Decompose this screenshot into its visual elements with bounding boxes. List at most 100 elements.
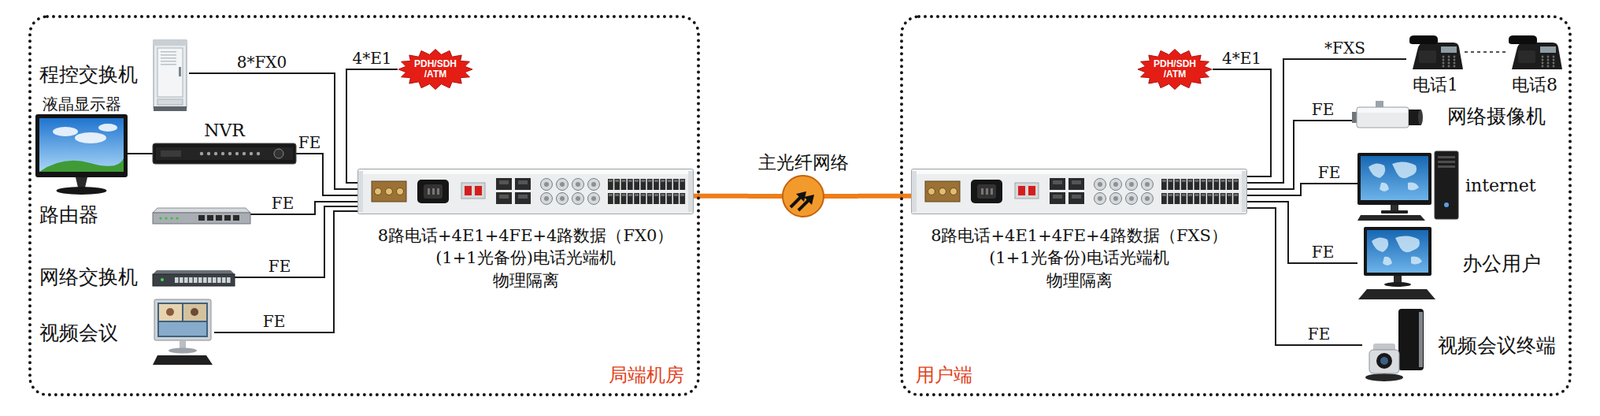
drawing-part	[1511, 42, 1563, 70]
drawing-part	[544, 181, 549, 187]
drawing-part	[1188, 179, 1193, 182]
drawing-part	[1097, 196, 1103, 201]
drawing-part	[1395, 235, 1420, 252]
node-label: internet	[1465, 174, 1537, 197]
drawing-part	[790, 196, 801, 208]
drawing-part	[256, 151, 260, 155]
drawing-part	[159, 322, 207, 336]
drawing-part	[634, 193, 639, 197]
drawing-part	[396, 188, 404, 196]
router-node: 路由器	[39, 202, 251, 227]
drawing-part	[1379, 182, 1389, 192]
drawing-part	[679, 178, 686, 190]
drawing-part	[224, 214, 231, 221]
optical-terminal: 8路电话+4E1+4FE+4路数据（FX0）(1+1光备份)电话光端机物理隔离	[357, 168, 694, 291]
drawing-part	[1547, 62, 1550, 65]
drawing-part	[627, 192, 634, 204]
drawing-part	[157, 48, 183, 97]
drawing-part	[1187, 178, 1193, 190]
node-label: 视频会议	[39, 320, 119, 345]
drawing-part	[1453, 55, 1456, 59]
drawing-part	[640, 178, 647, 190]
drawing-part	[572, 178, 585, 191]
drawing-part	[1233, 193, 1238, 197]
drawing-part	[622, 193, 626, 197]
drawing-part	[1200, 178, 1207, 190]
edge-label-box: *FXS	[1322, 39, 1367, 57]
office-pc-node: 办公用户	[1357, 226, 1541, 301]
drawing-part	[514, 192, 531, 204]
drawing-part	[575, 181, 581, 187]
drawing-part	[518, 180, 528, 185]
drawing-part	[640, 192, 647, 204]
internet-pc-node: internet	[1357, 149, 1537, 222]
drawing-part	[1018, 185, 1026, 196]
drawing-part	[608, 193, 613, 197]
drawing-part	[1201, 193, 1206, 197]
drawing-part	[1052, 180, 1063, 185]
drawing-part	[680, 179, 685, 182]
phone-drawing	[1505, 33, 1564, 71]
drawing-part	[1195, 193, 1200, 197]
cable-line	[1212, 69, 1271, 177]
drawing-part	[1207, 179, 1212, 182]
drawing-part	[1144, 181, 1150, 187]
drawing-part	[1187, 192, 1193, 204]
drawing-part	[540, 178, 553, 191]
drawing-part	[160, 63, 177, 66]
drawing-part	[1194, 192, 1200, 204]
drawing-part	[575, 196, 581, 201]
drawing-part	[1384, 281, 1412, 287]
drawing-part	[160, 57, 177, 60]
office-drawing	[1357, 226, 1439, 301]
edge-label: FE	[298, 133, 321, 152]
drawing-part	[1097, 181, 1103, 187]
node-label: 物理隔离	[492, 270, 560, 291]
node-label: 液晶显示器	[42, 94, 122, 115]
node-label: 局端机房	[608, 362, 685, 387]
phone-node: 电话1	[1406, 33, 1465, 97]
drawing-part	[614, 192, 620, 204]
drawing-part	[168, 348, 197, 354]
drawing-part	[461, 182, 486, 199]
drawing-part	[1411, 256, 1423, 265]
drawing-part	[939, 188, 947, 196]
drawing-part	[1129, 181, 1134, 187]
drawing-part	[1437, 160, 1456, 163]
drawing-part	[1194, 178, 1200, 190]
drawing-part	[1360, 155, 1429, 200]
drawing-part	[160, 51, 177, 53]
drawing-part	[666, 178, 673, 190]
drawing-part	[634, 179, 639, 182]
drawing-part	[242, 151, 246, 155]
drawing-part	[1453, 62, 1456, 65]
drawing-part	[160, 54, 177, 56]
drawing-part	[1049, 177, 1066, 190]
drawing-part	[1442, 59, 1445, 62]
edge-label-box: FE	[1306, 325, 1332, 343]
drawing-part	[1125, 192, 1138, 205]
edge-label: FE	[262, 312, 286, 330]
edge-label: 4*E1	[1222, 49, 1262, 67]
drawing-part	[1233, 192, 1239, 204]
drawing-part	[188, 277, 193, 283]
drawing-part	[1214, 193, 1219, 197]
drawing-part	[1442, 62, 1445, 65]
drawing-part	[178, 66, 182, 77]
drawing-part	[1437, 165, 1456, 168]
drawing-part	[152, 274, 235, 286]
drawing-part	[1174, 178, 1181, 190]
drawing-part	[659, 192, 666, 204]
drawing-part	[179, 340, 186, 349]
drawing-part	[198, 277, 203, 283]
drawing-part	[673, 192, 679, 204]
drawing-part	[647, 178, 653, 190]
edge-label-box: FE	[1310, 243, 1336, 261]
video-conference-node: 视频会议	[39, 299, 215, 367]
drawing-part	[1125, 178, 1138, 191]
node-label: PDH/SDH /ATM	[1149, 59, 1200, 79]
node-label: 8路电话+4E1+4FE+4路数据（FX0）	[377, 225, 675, 246]
drawing-part	[1552, 55, 1556, 59]
drawing-part	[1144, 196, 1150, 201]
drawing-part	[608, 179, 613, 182]
